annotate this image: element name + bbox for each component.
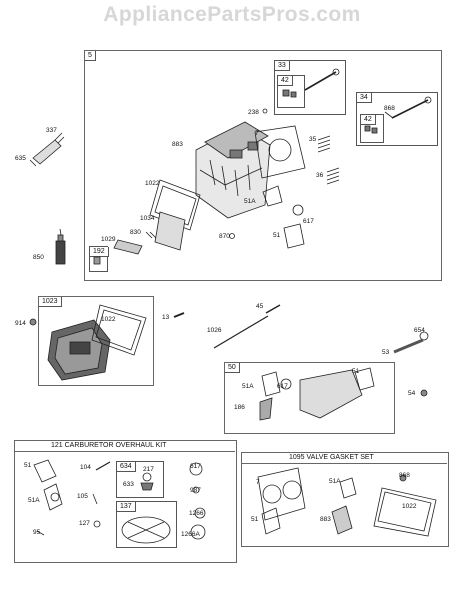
gasket-set-head-icon <box>257 467 306 521</box>
intake-manifold-group: 50 <box>224 362 395 434</box>
label-set-51a: 51A <box>329 478 341 485</box>
label-35: 35 <box>309 136 317 143</box>
carburetor-kit-group: 121 CARBURETOR OVERHAUL KIT <box>14 440 237 563</box>
carb-sub-inset-a: 634 <box>116 461 164 498</box>
label-51a: 51A <box>244 198 256 205</box>
group-tag-carb-a: 634 <box>117 462 136 472</box>
label-intake-51a: 51A <box>242 383 254 390</box>
label-337: 337 <box>46 127 57 134</box>
valve-gasket-kit-title: 1095 VALVE GASKET SET <box>289 454 374 461</box>
group-tag-valve-intake: 33 <box>275 61 290 71</box>
label-1022: 1022 <box>145 180 160 187</box>
label-36: 36 <box>316 172 324 179</box>
valve-cover-gasket-icon <box>91 304 147 356</box>
watermark: AppliancePartsPros.com <box>103 3 361 26</box>
exhaust-valve-icon <box>391 99 429 119</box>
breather-tube-icon <box>113 239 143 255</box>
label-987: 987 <box>190 487 201 494</box>
label-set-883: 883 <box>320 516 331 523</box>
intake-manifold-icon <box>299 369 363 419</box>
group-tag-retainer-a: 42 <box>278 76 293 86</box>
label-cover-1022: 1022 <box>101 316 116 323</box>
label-914: 914 <box>15 320 26 327</box>
label-633: 633 <box>123 481 134 488</box>
label-53: 53 <box>382 349 390 356</box>
label-850: 850 <box>33 254 44 261</box>
carb-diaphragm-icon <box>121 516 171 544</box>
screw-icon <box>29 318 37 326</box>
label-set-868: 868 <box>399 472 410 479</box>
valve-cover-group: 1023 <box>38 296 154 386</box>
label-868: 868 <box>384 105 395 112</box>
group-tag-head: 5 <box>85 51 96 61</box>
valve-cover-icon <box>47 319 111 381</box>
intake-gasket-icon <box>262 185 283 207</box>
gasket-set-cover-icon <box>373 487 437 537</box>
cover-gasket-icon <box>149 179 201 231</box>
push-rod-icon <box>213 315 269 349</box>
label-54: 54 <box>408 390 416 397</box>
label-883: 883 <box>172 141 183 148</box>
label-654: 654 <box>414 327 425 334</box>
sensor-icon <box>259 397 273 421</box>
label-7: 7 <box>255 130 259 137</box>
cylinder-head-group: 5 <box>84 50 442 281</box>
group-tag-valve-exhaust: 34 <box>357 93 372 103</box>
label-830: 830 <box>130 229 141 236</box>
valve-gasket-kit-group: 1095 VALVE GASKET SET <box>241 452 449 547</box>
carb-sub-inset-b: 137 <box>116 501 177 548</box>
rod-icon <box>265 304 281 314</box>
label-intake-51: 51 <box>352 368 360 375</box>
label-186: 186 <box>234 404 245 411</box>
label-13: 13 <box>162 314 170 321</box>
label-set-1022: 1022 <box>402 503 417 510</box>
label-kit-51: 51 <box>24 462 32 469</box>
label-617: 617 <box>303 218 314 225</box>
nut-icon <box>419 331 429 341</box>
label-238: 238 <box>248 109 259 116</box>
label-1266a: 1266A <box>181 531 200 538</box>
label-635: 635 <box>15 155 26 162</box>
label-intake-617: 617 <box>277 383 288 390</box>
label-kit-51a: 51A <box>28 497 40 504</box>
carburetor-kit-title-underline <box>14 451 235 452</box>
label-217: 217 <box>143 466 154 473</box>
label-kit-617: 617 <box>190 463 201 470</box>
group-tag-retainer-b: 42 <box>361 115 376 125</box>
cylinder-head-icon <box>195 121 271 219</box>
carb-gasket-icon <box>33 459 57 483</box>
label-45: 45 <box>256 303 264 310</box>
label-1026: 1026 <box>207 327 222 334</box>
stud-icon <box>393 338 424 354</box>
plug-boot-icon <box>93 256 101 265</box>
keeper-icon <box>282 89 290 97</box>
label-1034: 1034 <box>140 215 155 222</box>
breather-plate-icon <box>154 211 186 251</box>
group-tag-cover: 1023 <box>39 297 62 307</box>
label-870: 870 <box>219 233 230 240</box>
group-tag-intake: 50 <box>225 363 240 373</box>
label-51: 51 <box>273 232 281 239</box>
label-127: 127 <box>79 520 90 527</box>
label-set-7: 7 <box>256 479 260 486</box>
valve-spring-icon <box>317 135 340 185</box>
label-95: 95 <box>33 529 41 536</box>
head-gasket-icon <box>254 125 306 179</box>
group-tag-spark-plug: 192 <box>90 247 109 257</box>
label-105: 105 <box>77 493 88 500</box>
group-tag-carb-b: 137 <box>117 502 136 512</box>
label-1029: 1029 <box>101 236 116 243</box>
carb-gasket-b-icon <box>43 483 63 511</box>
spark-plug-icon <box>29 132 65 167</box>
valve-gasket-title-underline <box>241 463 447 464</box>
label-104: 104 <box>80 464 91 471</box>
carburetor-kit-title: 121 CARBURETOR OVERHAUL KIT <box>51 442 167 449</box>
sealant-bottle-icon <box>55 228 66 265</box>
intake-valve-icon <box>304 71 337 91</box>
intake-retainer-inset: 42 <box>277 75 305 108</box>
label-1266: 1266 <box>189 510 204 517</box>
label-set-51: 51 <box>251 516 259 523</box>
